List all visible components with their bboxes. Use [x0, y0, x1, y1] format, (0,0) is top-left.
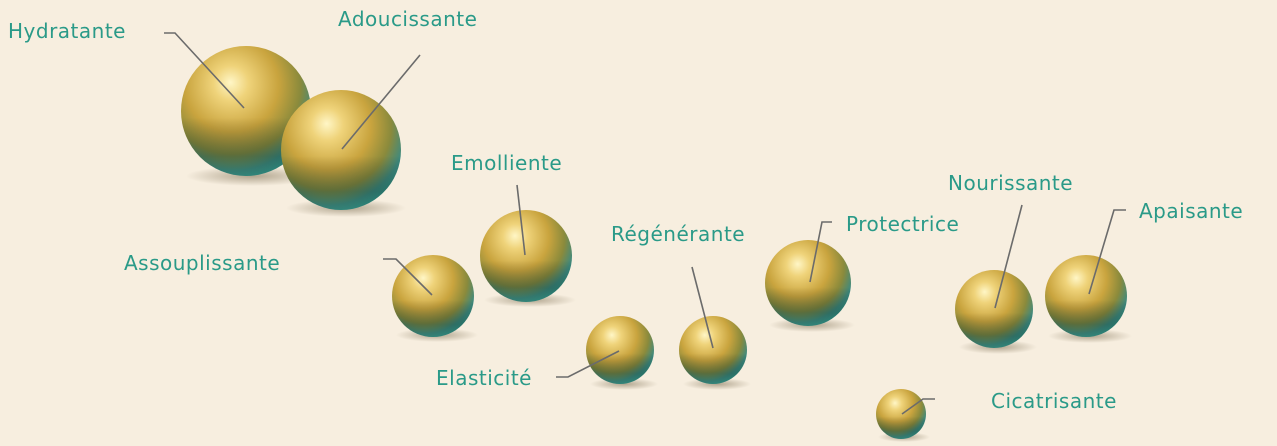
- adoucissante-group: Adoucissante: [281, 7, 477, 217]
- assouplissante-leader-line: [383, 258, 433, 296]
- protectrice-group: Protectrice: [765, 212, 959, 332]
- cicatrisante-group: Cicatrisante: [876, 389, 1117, 442]
- emolliente-label: Emolliente: [451, 151, 562, 175]
- apaisante-leader-line: [1088, 209, 1126, 295]
- cicatrisante-label: Cicatrisante: [991, 389, 1117, 413]
- nourissante-group: Nourissante: [948, 171, 1073, 354]
- adoucissante-leader-line: [341, 54, 421, 150]
- assouplissante-label: Assouplissante: [124, 251, 280, 275]
- hydratante-leader-line: [164, 32, 245, 109]
- regenerante-leader-line: [691, 266, 714, 349]
- nourissante-label: Nourissante: [948, 171, 1073, 195]
- nourissante-sphere-shade: [955, 270, 1033, 348]
- nourissante-leader-line: [994, 204, 1023, 309]
- elasticite-sphere-shade: [586, 316, 654, 384]
- regenerante-label: Régénérante: [611, 222, 745, 246]
- elasticite-group: Elasticité: [436, 316, 658, 390]
- apaisante-label: Apaisante: [1139, 199, 1243, 223]
- adoucissante-sphere-shade: [281, 90, 401, 210]
- hydratante-sphere-shade: [181, 46, 311, 176]
- cicatrisante-leader-line: [901, 398, 935, 415]
- elasticite-leader-line: [556, 350, 620, 378]
- emolliente-sphere-shade: [480, 210, 572, 302]
- regenerante-group: Régénérante: [611, 222, 751, 390]
- hydratante-group: Hydratante: [8, 19, 318, 186]
- hydratante-label: Hydratante: [8, 19, 126, 43]
- emolliente-group: Emolliente: [451, 151, 576, 307]
- assouplissante-group: Assouplissante: [124, 251, 478, 342]
- adoucissante-label: Adoucissante: [338, 7, 477, 31]
- regenerante-sphere-shade: [679, 316, 747, 384]
- emolliente-leader-line: [516, 184, 526, 256]
- apaisante-group: Apaisante: [1045, 199, 1243, 343]
- protectrice-leader-line: [809, 221, 832, 283]
- cicatrisante-sphere-shade: [876, 389, 926, 439]
- elasticite-label: Elasticité: [436, 366, 532, 390]
- apaisante-sphere-shade: [1045, 255, 1127, 337]
- protectrice-sphere-shade: [765, 240, 851, 326]
- protectrice-label: Protectrice: [846, 212, 959, 236]
